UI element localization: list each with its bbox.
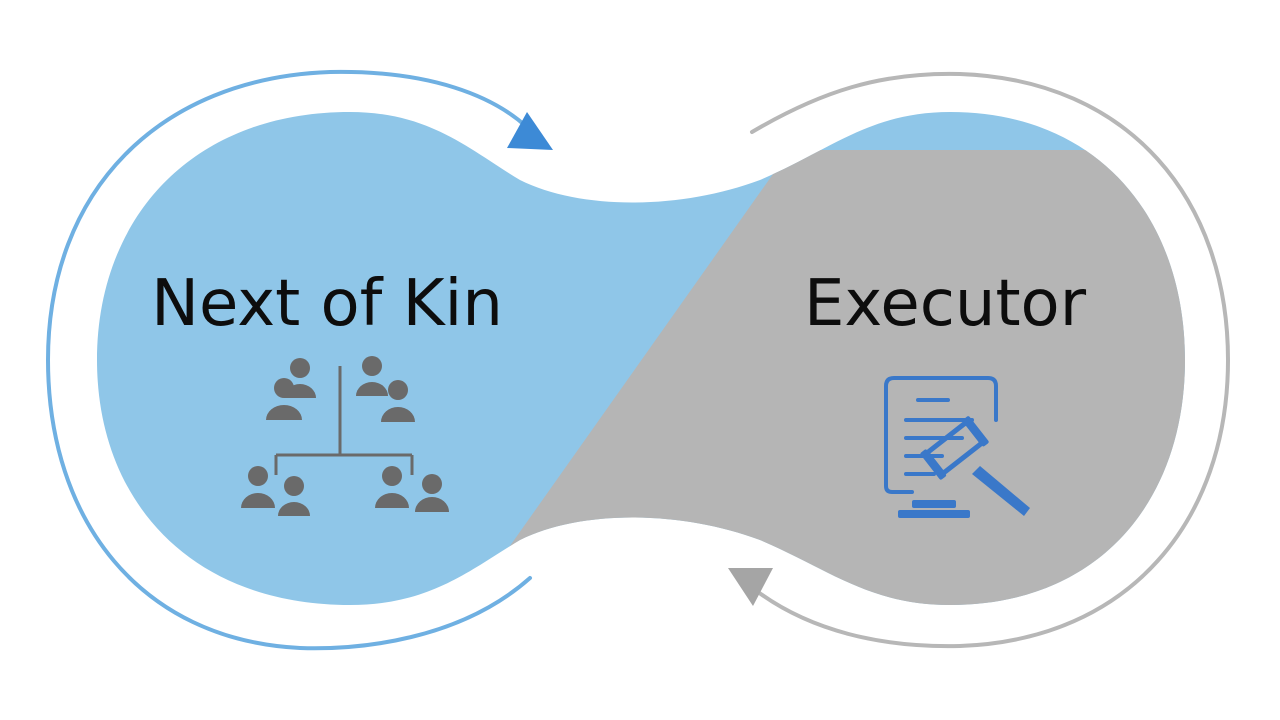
person-pair-top-left [266, 358, 316, 420]
arrowhead-left-icon [507, 112, 553, 150]
executor-label: Executor [804, 267, 1087, 341]
next-of-kin-label: Next of Kin [151, 267, 503, 341]
arrowhead-right-icon [728, 568, 773, 606]
legal-document-gavel-icon [884, 376, 1030, 518]
family-tree-icon [241, 356, 449, 516]
cycle-arrow-right [728, 71, 1231, 649]
tree-connectors [274, 366, 414, 475]
person-pair-top-right [356, 356, 415, 422]
person-pair-bottom-right [375, 466, 449, 512]
cycle-arrow-left [45, 69, 553, 651]
gavel [920, 416, 1030, 516]
person-pair-bottom-left [241, 466, 310, 516]
document-outline [884, 376, 998, 494]
gavel-base [898, 500, 970, 518]
